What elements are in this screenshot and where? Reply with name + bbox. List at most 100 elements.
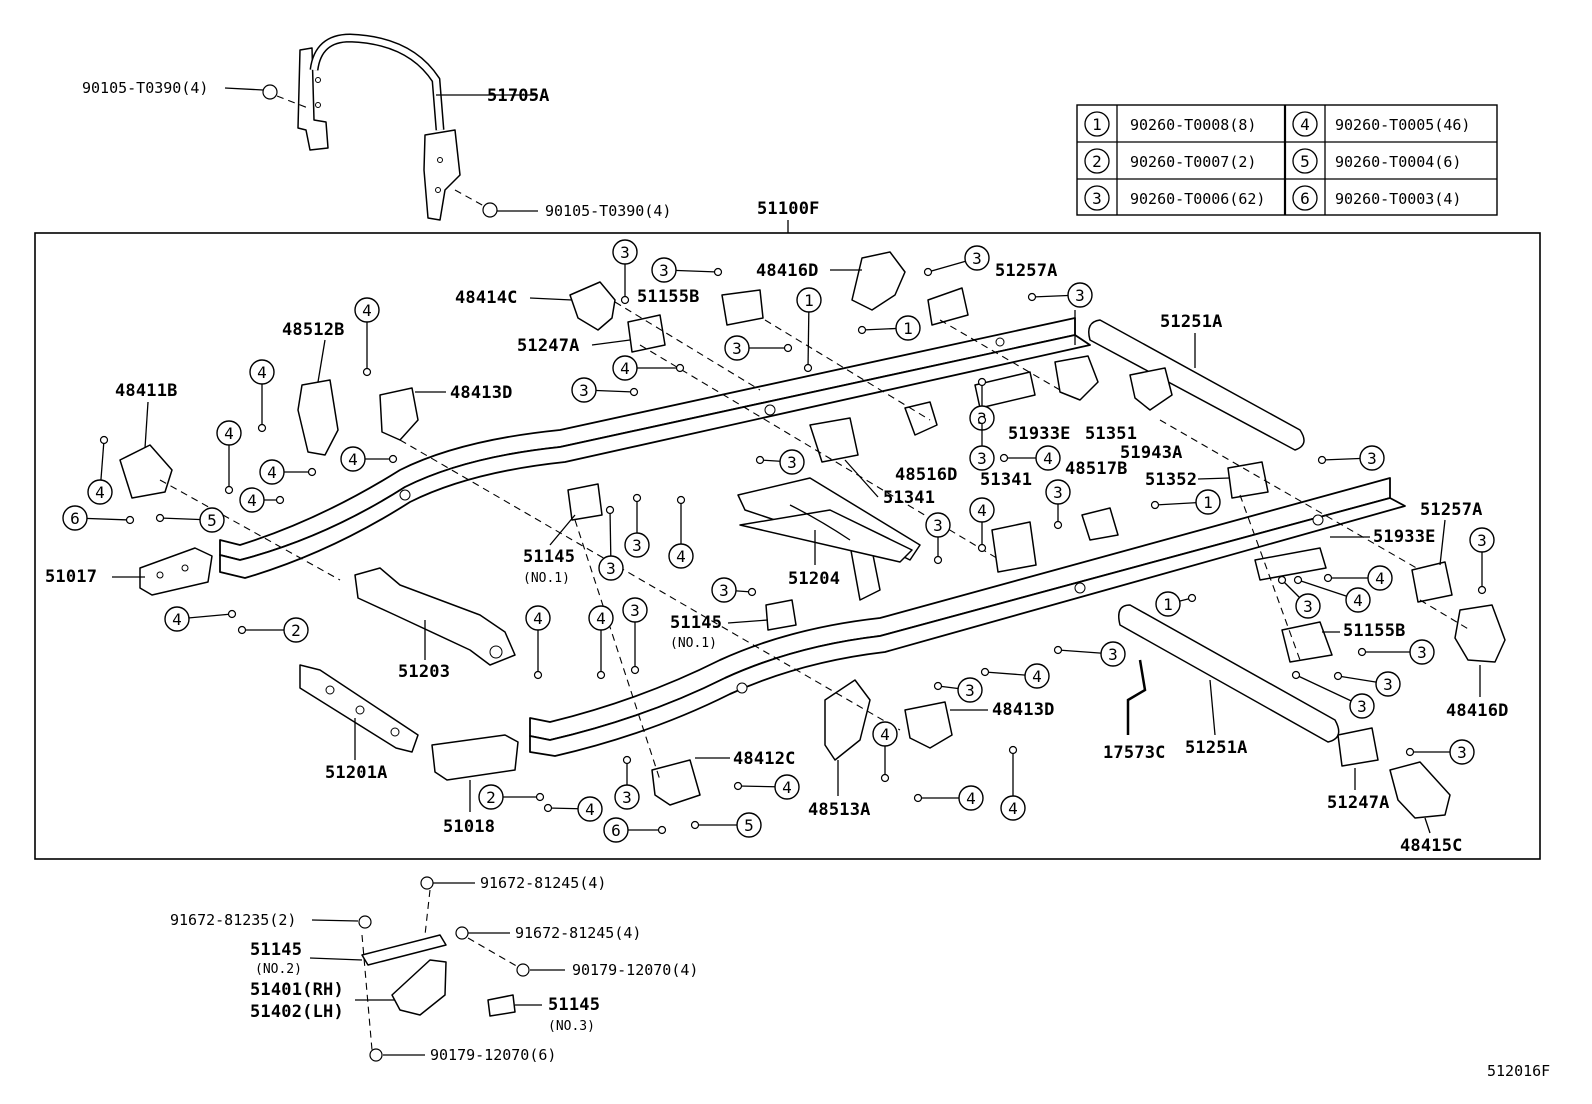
callout-number: 6 [70, 509, 80, 528]
bolt-icon [227, 609, 237, 619]
fastener-callout: 1 [796, 287, 822, 373]
fastener-callout: 3 [1291, 670, 1375, 719]
callout-number: 5 [744, 816, 754, 835]
bolt-icon [933, 681, 943, 691]
fastener-callout: 3 [1405, 739, 1475, 765]
part-48415C-shape [1389, 761, 1451, 819]
fastener-callout: 4 [239, 487, 285, 513]
fastener-callout: 4 [668, 495, 694, 569]
tube-51251A-bottom [1118, 604, 1340, 743]
bolt-icon [262, 84, 278, 100]
fastener-callout: 4 [525, 605, 551, 680]
fastener-callout: 4 [733, 774, 800, 800]
bolt-icon [596, 670, 606, 680]
bolt-icon [783, 343, 793, 353]
right-side-rail [529, 477, 1406, 757]
fastener-callout: 4 [216, 420, 242, 495]
label-51145-b: 51145 [670, 613, 722, 633]
part-48416D-shape [851, 251, 906, 311]
nut-icon [369, 1048, 383, 1062]
part-48513A-shape [824, 679, 871, 761]
fastener-callout: 3 [755, 449, 805, 475]
part-51933Eb-shape [1254, 547, 1327, 581]
part-51257A-shape [927, 287, 969, 326]
label-48512B: 48512B [282, 320, 345, 340]
fastener-callout: 4 [354, 297, 380, 377]
callout-number: 3 [1367, 449, 1377, 468]
callout-number: 4 [95, 483, 105, 502]
part-51155B-shape [721, 289, 764, 326]
bolt-icon [535, 792, 545, 802]
label-48411B: 48411B [115, 381, 178, 401]
fastener-callout: 6 [603, 817, 667, 843]
callout-number: 4 [977, 501, 987, 520]
bolt-icon [999, 453, 1009, 463]
legend-num: 1 [1092, 115, 1102, 134]
bolt-icon [307, 467, 317, 477]
fastener-callout: 3 [923, 245, 990, 277]
callout-number: 3 [659, 261, 669, 280]
bolt-icon [629, 387, 639, 397]
label-51705A: 51705A [487, 86, 550, 106]
part-48413Db-shape [904, 701, 953, 749]
fastener-callout: 2 [478, 784, 545, 810]
bolt-icon [1053, 520, 1063, 530]
legend-num: 6 [1300, 189, 1310, 208]
bolt-icon [1027, 292, 1037, 302]
bolt-icon [1333, 671, 1343, 681]
bolt-icon [913, 793, 923, 803]
label-51247A-a: 51247A [517, 336, 580, 356]
fastener-callout: 3 [614, 755, 640, 810]
label-51018: 51018 [443, 817, 495, 837]
bolt-icon [1277, 575, 1287, 585]
bolt-icon [533, 670, 543, 680]
fastener-callout: 4 [872, 721, 898, 783]
callout-number: 4 [620, 359, 630, 378]
legend-row-4: 4 90260-T0005(46) [1292, 111, 1470, 137]
fastener-callout: 4 [999, 445, 1061, 471]
label-51145-d: 51145 [548, 995, 600, 1015]
fastener-callouts: 3311334444654444333334334133443333331434… [62, 239, 1495, 843]
label-48517B: 48517B [1065, 459, 1128, 479]
label-51201A: 51201A [325, 763, 388, 783]
callout-number: 4 [533, 609, 543, 628]
bolt-icon [977, 543, 987, 553]
bracket-51017 [139, 547, 213, 596]
callout-number: 3 [1075, 286, 1085, 305]
fastener-callout: 4 [543, 796, 603, 822]
bottom-subassembly: 91672-81245(4) 91672-81235(2) 91672-8124… [170, 874, 698, 1064]
callout-number: 4 [676, 547, 686, 566]
legend-row-6: 6 90260-T0003(4) [1292, 185, 1461, 211]
fastener-callout: 4 [1323, 565, 1393, 591]
nut-icon [516, 963, 530, 977]
mount-parts [119, 251, 1506, 819]
crossmember-51204 [737, 477, 921, 601]
legend-part: 90260-T0007(2) [1130, 153, 1256, 171]
part-51943A-shape [1129, 367, 1173, 411]
callout-number: 4 [585, 800, 595, 819]
label-51933E-a: 51933E [1008, 424, 1071, 444]
bolt-icon [257, 423, 267, 433]
label-48513A: 48513A [808, 800, 871, 820]
label-51247A-b: 51247A [1327, 793, 1390, 813]
bolt-icon [420, 876, 434, 890]
label-51155B-a: 51155B [637, 287, 700, 307]
part-51145b-shape [765, 599, 797, 631]
bolt-icon [275, 495, 285, 505]
callout-number: 4 [966, 789, 976, 808]
bolt-icon [1405, 747, 1415, 757]
label-n2: 90179-12070(6) [430, 1046, 556, 1064]
bolt-icon [155, 513, 165, 523]
bracket-51018 [431, 734, 519, 781]
bolt-icon [224, 485, 234, 495]
tube-51251A-top [1088, 319, 1305, 451]
part-51247Ab-shape [1337, 727, 1379, 767]
part-51341b-shape [991, 521, 1037, 573]
legend-row-1: 1 90260-T0008(8) [1084, 111, 1256, 137]
callout-number: 2 [486, 788, 496, 807]
label-51145-a-sub: (NO.1) [523, 571, 570, 586]
fastener-callout: 3 [969, 415, 995, 471]
bolt-icon [923, 267, 933, 277]
callout-number: 4 [782, 778, 792, 797]
bolt-icon [358, 915, 372, 929]
